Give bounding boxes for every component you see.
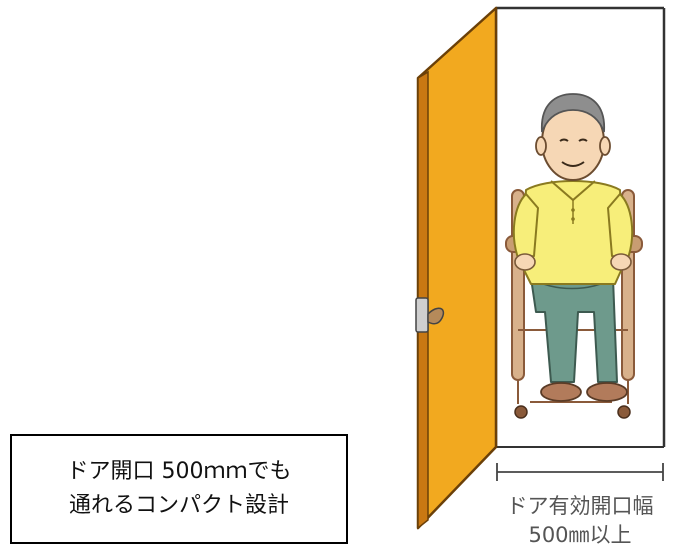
dimension-line bbox=[496, 463, 664, 481]
caption-box: ドア開口 500ｍｍでも 通れるコンパクト設計 bbox=[10, 434, 348, 544]
wheelchair-wheels bbox=[514, 405, 631, 419]
door-handle-icon bbox=[415, 297, 445, 333]
dimension-label-2: 500㎜以上 bbox=[528, 523, 631, 547]
caption-line-2: 通れるコンパクト設計 bbox=[68, 493, 289, 518]
man-feet bbox=[540, 382, 628, 402]
man-shirt bbox=[520, 180, 625, 285]
dimension-label-1: ドア有効開口幅 bbox=[507, 494, 654, 518]
man-head bbox=[535, 93, 611, 181]
caption-line-1: ドア開口 500ｍｍでも bbox=[66, 459, 292, 484]
man-arms bbox=[512, 193, 634, 271]
door-wheelchair-illustration: ドア有効開口幅 500㎜以上 bbox=[415, 6, 666, 547]
door-leaf bbox=[416, 6, 498, 530]
